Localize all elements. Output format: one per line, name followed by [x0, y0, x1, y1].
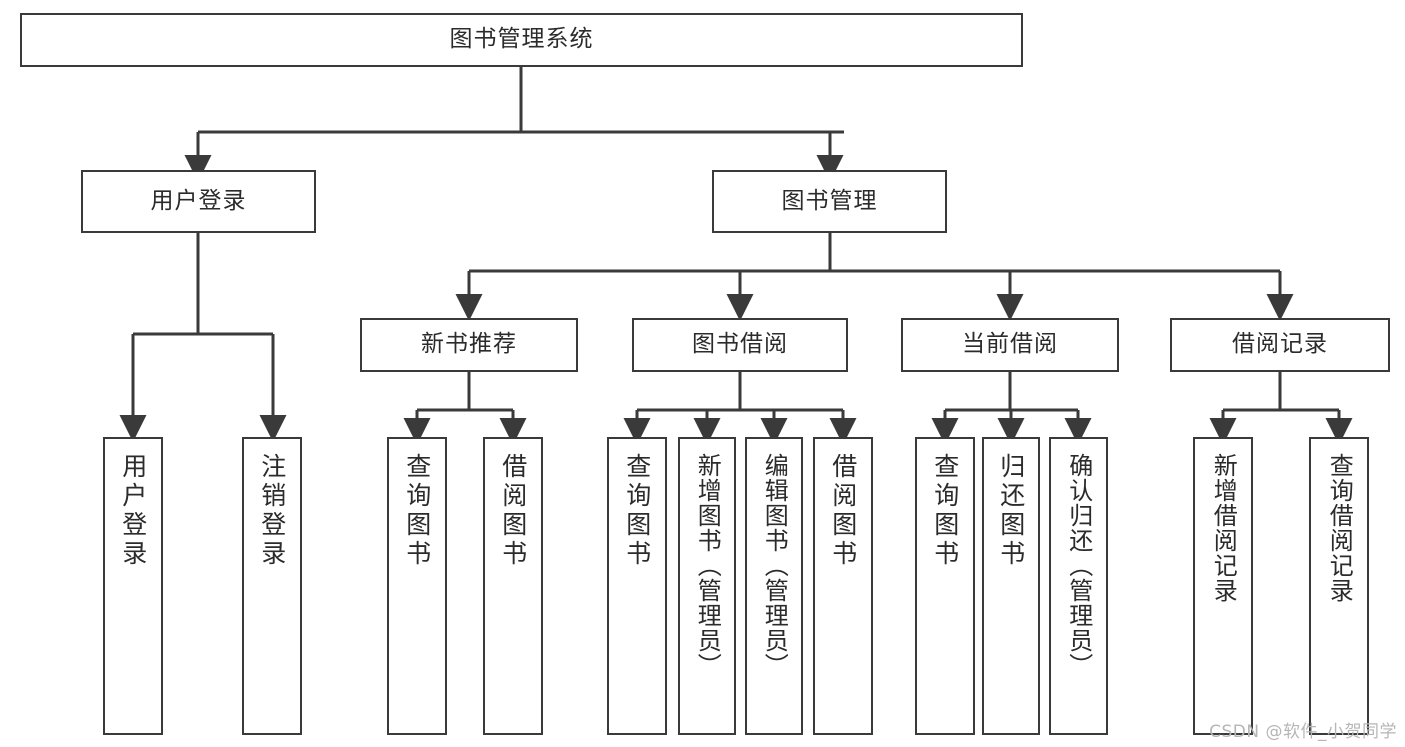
node-label: 图书借阅 — [692, 331, 788, 358]
node-label: 归还图书 — [996, 453, 1026, 569]
node-label: 新增借阅记录 — [1209, 453, 1238, 603]
node-label: 图书管理系统 — [449, 26, 594, 53]
leaf-add-book-admin[interactable]: 新增图书（管理员） — [678, 437, 736, 735]
node-book-management[interactable]: 图书管理 — [712, 170, 947, 233]
node-label: 确认归还（管理员） — [1064, 453, 1093, 678]
node-label: 图书管理 — [781, 187, 878, 214]
leaf-user-login[interactable]: 用户登录 — [103, 437, 163, 735]
node-root-book-management-system[interactable]: 图书管理系统 — [20, 13, 1023, 67]
node-label: 新书推荐 — [421, 331, 517, 358]
leaf-confirm-return-admin[interactable]: 确认归还（管理员） — [1049, 437, 1108, 735]
node-label: 借阅图书 — [498, 453, 528, 569]
watermark-text: CSDN @软件_小贺同学 — [1209, 722, 1397, 742]
leaf-borrow-book-recommend[interactable]: 借阅图书 — [483, 437, 543, 735]
node-label: 编辑图书（管理员） — [760, 453, 789, 678]
node-label: 用户登录 — [118, 453, 148, 569]
node-label: 查询借阅记录 — [1325, 453, 1354, 603]
node-user-login[interactable]: 用户登录 — [81, 170, 316, 233]
leaf-add-borrow-record[interactable]: 新增借阅记录 — [1193, 437, 1253, 735]
node-label: 查询图书 — [930, 453, 960, 569]
node-label: 查询图书 — [622, 453, 652, 569]
node-label: 查询图书 — [402, 453, 432, 569]
leaf-query-book-recommend[interactable]: 查询图书 — [387, 437, 447, 735]
leaf-query-borrow-record[interactable]: 查询借阅记录 — [1309, 437, 1369, 735]
leaf-logout[interactable]: 注销登录 — [242, 437, 302, 735]
node-current-borrow[interactable]: 当前借阅 — [901, 318, 1119, 372]
node-new-book-recommend[interactable]: 新书推荐 — [360, 318, 578, 372]
node-label: 新增图书（管理员） — [693, 453, 722, 678]
node-label: 注销登录 — [257, 453, 287, 569]
node-label: 用户登录 — [150, 187, 247, 214]
leaf-query-book-borrow[interactable]: 查询图书 — [607, 437, 667, 735]
node-label: 借阅记录 — [1232, 331, 1328, 358]
node-label: 借阅图书 — [828, 453, 858, 569]
leaf-borrow-book[interactable]: 借阅图书 — [813, 437, 873, 735]
node-borrow-record[interactable]: 借阅记录 — [1170, 318, 1390, 372]
node-label: 当前借阅 — [962, 331, 1058, 358]
leaf-query-book-current[interactable]: 查询图书 — [915, 437, 975, 735]
node-book-borrow[interactable]: 图书借阅 — [632, 318, 848, 372]
leaf-edit-book-admin[interactable]: 编辑图书（管理员） — [745, 437, 803, 735]
leaf-return-book[interactable]: 归还图书 — [982, 437, 1040, 735]
